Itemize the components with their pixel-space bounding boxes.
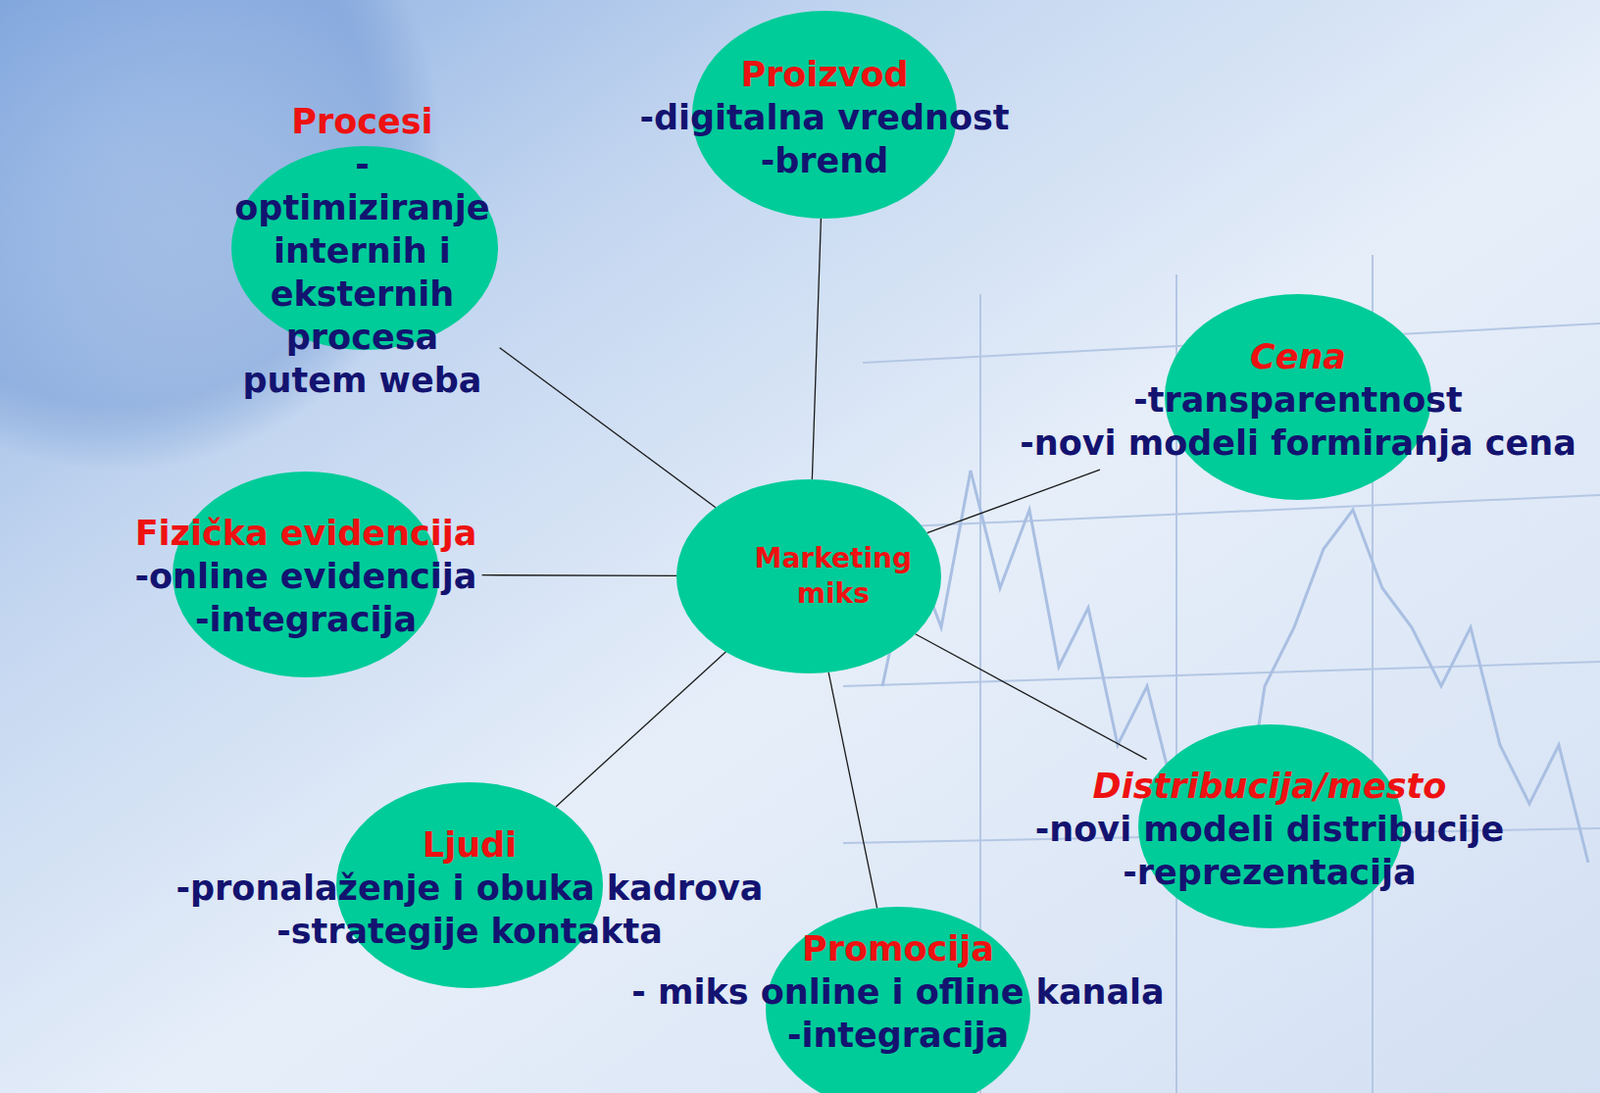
element-point: -strategije kontakta	[276, 909, 663, 953]
element-heading: Ljudi	[422, 823, 517, 867]
connector-line	[828, 672, 877, 908]
text-group: Procesi-optimiziranje internih i ekstern…	[226, 96, 499, 406]
element-point: - miks online i ofline kanala	[631, 970, 1164, 1014]
people-node: Ljudi-pronalaženje i obuka kadrova-strat…	[172, 782, 768, 989]
chart-line	[882, 470, 1589, 883]
element-point: -digitalna vrednost	[639, 96, 1009, 140]
element-heading: Proizvod	[740, 52, 908, 97]
element-heading: Promocija	[801, 927, 995, 971]
promotion-node: Promocija- miks online i ofline kanala-i…	[627, 906, 1168, 1093]
element-heading: Procesi	[291, 100, 433, 144]
hub-node: Marketing miks	[676, 479, 942, 674]
text-group: Ljudi-pronalaženje i obuka kadrova-strat…	[172, 819, 768, 957]
text-group: Distribucija/mesto-novi modeli distribuc…	[1031, 760, 1508, 899]
element-heading: Marketing miks	[730, 541, 937, 612]
element-heading: Fizička evidencija	[135, 511, 478, 555]
ellipse-fill	[676, 479, 942, 674]
process-node: Procesi-optimiziranje internih i ekstern…	[226, 96, 499, 406]
connector-line	[500, 348, 716, 508]
text-group: Cena-transparentnost-novi modeli formira…	[1015, 331, 1581, 469]
text-group: Fizička evidencija-online evidencija-int…	[131, 507, 482, 646]
element-point: -reprezentacija	[1122, 850, 1416, 895]
element-point: -novi modeli distribucije	[1035, 807, 1504, 851]
element-point: -pronalaženje i obuka kadrova	[176, 866, 764, 910]
product-node: Proizvod-digitalna vrednost-brend	[635, 10, 1013, 219]
place-node: Distribucija/mesto-novi modeli distribuc…	[1031, 724, 1508, 929]
element-point: -brend	[760, 139, 890, 183]
element-heading: Cena	[1250, 335, 1347, 379]
element-point: -integracija	[195, 598, 417, 642]
element-point: -novi modeli formiranja cena	[1019, 421, 1577, 465]
element-point: -integracija	[787, 1013, 1009, 1057]
connector-line	[811, 218, 821, 480]
connector-line	[927, 469, 1100, 534]
element-point: -transparentnost	[1133, 378, 1463, 422]
text-group: Promocija- miks online i ofline kanala-i…	[627, 923, 1168, 1061]
connector-line	[482, 574, 677, 577]
evidence-node: Fizička evidencija-online evidencija-int…	[131, 471, 482, 678]
connector-line	[555, 651, 726, 807]
connector-line	[915, 634, 1148, 760]
element-heading: Distribucija/mesto	[1093, 764, 1448, 808]
element-point: -optimiziranje internih i eksternih proc…	[230, 143, 495, 402]
element-point: -online evidencija	[135, 554, 478, 599]
text-group: Marketing miks	[726, 537, 941, 616]
text-group: Proizvod-digitalna vrednost-brend	[635, 49, 1013, 187]
ellipse-outline	[676, 479, 942, 674]
price-node: Cena-transparentnost-novi modeli formira…	[1015, 294, 1581, 500]
